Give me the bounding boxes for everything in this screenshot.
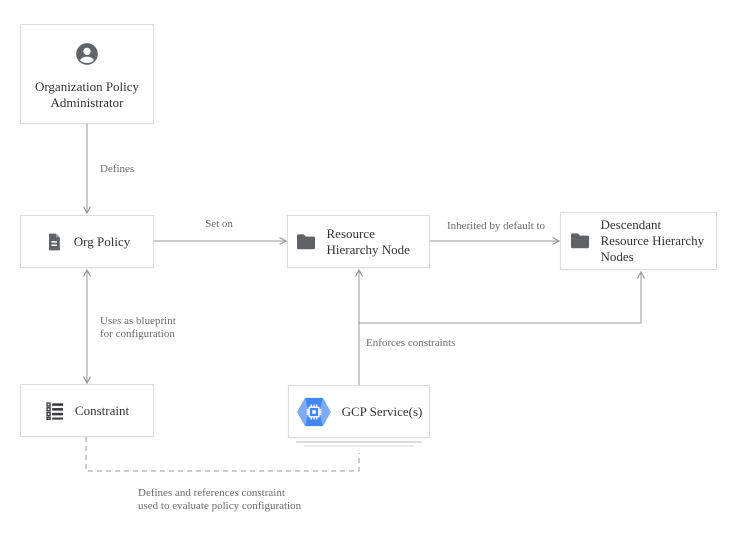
- edge-label-line: used to evaluate policy configuration: [138, 500, 302, 512]
- gcp-hexagon-icon: [296, 397, 332, 427]
- node-resource-hierarchy-node: Resource Hierarchy Node: [287, 215, 430, 268]
- edge-label-defines: Defines: [100, 163, 135, 175]
- node-constraint: Constraint: [20, 384, 154, 437]
- list-icon: [45, 401, 65, 421]
- node-label: GCP Service(s): [341, 403, 423, 419]
- edge-enforces-branch-line: [359, 270, 646, 324]
- edge-label-line: for configuration: [100, 328, 175, 340]
- edge-references-dashed-line: [85, 437, 360, 472]
- node-label: Descendant Resource Hierarchy Nodes: [600, 217, 705, 264]
- node-descendant-resource-hierarchy-nodes: Descendant Resource Hierarchy Nodes: [560, 212, 717, 270]
- node-label: Resource Hierarchy Node: [326, 225, 410, 257]
- document-icon: [44, 232, 64, 252]
- person-icon: [74, 41, 100, 67]
- edge-label-enforces-constraints: Enforces constraints: [366, 337, 456, 349]
- node-label: Organization Policy Administrator: [35, 79, 139, 111]
- folder-icon: [569, 232, 591, 250]
- node-label: Org Policy: [73, 233, 131, 249]
- edge-label-set-on: Set on: [205, 218, 233, 230]
- edge-label-defines-and-references: Defines and references constraint used t…: [138, 487, 301, 513]
- edge-label-line: Uses as blueprint: [100, 315, 176, 327]
- edge-label-inherited-by-default-to: Inherited by default to: [446, 220, 546, 232]
- node-label: Constraint: [74, 402, 130, 418]
- node-label-line: Organization Policy: [34, 79, 140, 94]
- edge-label-line: Defines and references constraint: [138, 487, 285, 499]
- folder-icon: [295, 233, 317, 251]
- edge-label-uses-as-blueprint: Uses as blueprint for configuration: [100, 315, 176, 341]
- node-label-line: Administrator: [50, 95, 124, 110]
- node-organization-policy-administrator: Organization Policy Administrator: [20, 24, 154, 124]
- node-gcp-service: GCP Service(s): [288, 385, 430, 438]
- node-org-policy: Org Policy: [20, 215, 154, 268]
